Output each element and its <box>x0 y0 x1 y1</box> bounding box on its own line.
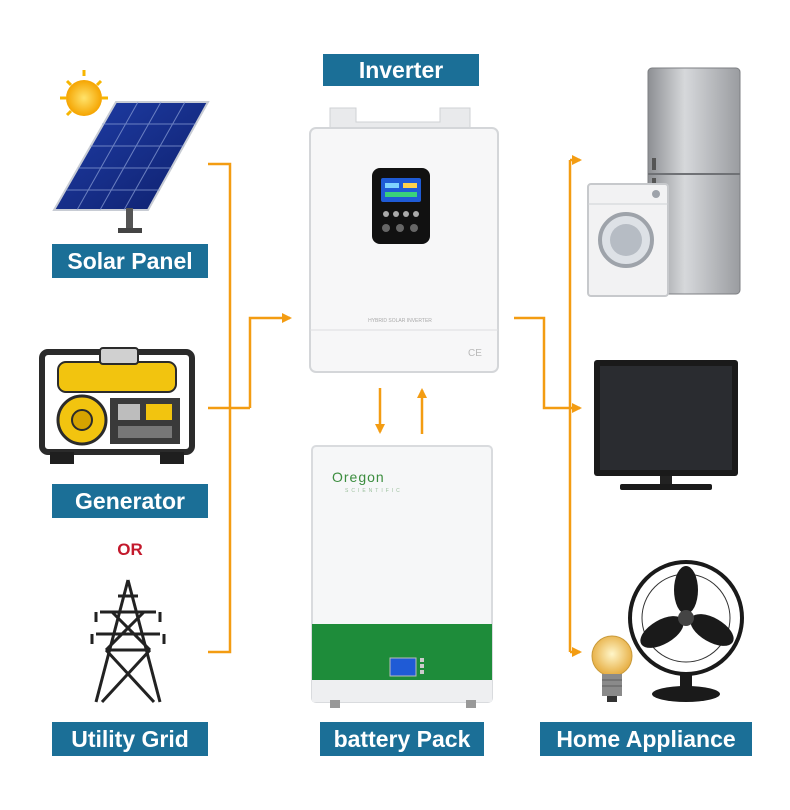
inverter-ce-mark: CE <box>468 348 482 359</box>
or-text: OR <box>117 540 143 559</box>
light-bulb-image <box>591 635 633 702</box>
solar-panel-label: Solar Panel <box>52 244 208 278</box>
generator-image <box>39 347 195 464</box>
battery-pack-image <box>311 445 493 708</box>
battery-brand-logo: Oregon <box>332 469 385 485</box>
battery-pack-label: battery Pack <box>320 722 484 756</box>
washing-machine-image <box>587 183 669 297</box>
battery-brand-subtitle: SCIENTIFIC <box>345 488 403 494</box>
generator-label: Generator <box>52 484 208 518</box>
arrow-inverter-to-distribution <box>514 316 570 410</box>
utility-grid-label: Utility Grid <box>52 722 208 756</box>
inverter-model-text: HYBRID SOLAR INVERTER <box>368 318 432 324</box>
utility-grid-tower-image <box>90 579 166 704</box>
television-image <box>594 360 738 490</box>
sun-icon <box>66 80 102 116</box>
source-connector-bracket <box>208 162 250 654</box>
home-appliance-label: Home Appliance <box>540 722 752 756</box>
desk-fan-image <box>628 560 744 702</box>
inverter-label: Inverter <box>323 54 479 86</box>
arrow-sources-to-inverter <box>248 313 292 408</box>
solar-panel-image <box>52 70 210 233</box>
inverter-image <box>309 107 499 373</box>
